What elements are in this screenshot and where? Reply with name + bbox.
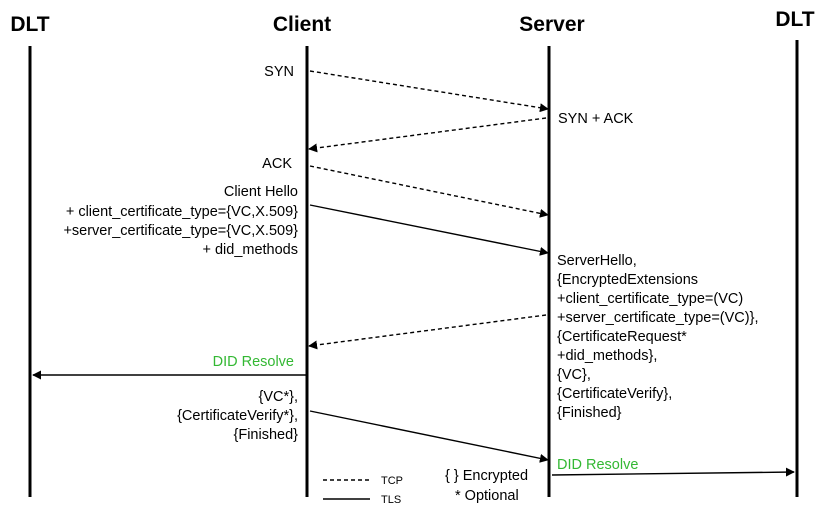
syn-ack-arrow (308, 117, 547, 153)
legend-encrypted: { } Encrypted (445, 468, 528, 484)
svg-text:{Finished}: {Finished} (234, 427, 299, 443)
server-did-resolve-arrow (551, 467, 795, 477)
server-hello-label: ServerHello, {EncryptedExtensions +clien… (557, 253, 758, 421)
svg-text:Client Hello: Client Hello (224, 184, 298, 200)
header-dlt-left: DLT (10, 13, 49, 36)
legend: TCP TLS { } Encrypted * Optional (323, 468, 528, 506)
header-server: Server (519, 13, 584, 36)
svg-text:+client_certificate_type=(VC): +client_certificate_type=(VC) (557, 291, 743, 307)
client-hello-arrow (309, 204, 549, 256)
svg-text:{VC*},: {VC*}, (259, 389, 299, 405)
svg-text:{CertificateVerify},: {CertificateVerify}, (557, 386, 672, 402)
client-finished-label: {VC*}, {CertificateVerify*}, {Finished} (177, 389, 298, 443)
ack-arrow (309, 165, 549, 218)
header-dlt-right: DLT (775, 8, 814, 31)
svg-text:+ client_certificate_type={VC,: + client_certificate_type={VC,X.509} (66, 204, 298, 220)
syn-arrow (309, 70, 549, 113)
header-client: Client (273, 13, 331, 36)
legend-tcp-label: TCP (381, 475, 403, 487)
svg-text:{VC},: {VC}, (557, 367, 591, 383)
svg-text:{Finished}: {Finished} (557, 405, 622, 421)
server-hello-arrow (308, 314, 547, 350)
svg-text:ServerHello,: ServerHello, (557, 253, 637, 269)
client-finished-arrow (309, 410, 549, 463)
client-did-resolve-label: DID Resolve (213, 354, 294, 370)
server-did-resolve-label: DID Resolve (557, 457, 638, 473)
client-hello-label: Client Hello + client_certificate_type={… (63, 184, 298, 258)
svg-text:+server_certificate_type={VC,X: +server_certificate_type={VC,X.509} (63, 223, 298, 239)
svg-text:{CertificateVerify*},: {CertificateVerify*}, (177, 408, 298, 424)
legend-tls-label: TLS (381, 494, 401, 506)
svg-text:+ did_methods: + did_methods (202, 242, 298, 258)
syn-label: SYN (264, 64, 294, 80)
syn-ack-label: SYN + ACK (558, 111, 634, 127)
svg-text:{CertificateRequest*: {CertificateRequest* (557, 329, 687, 345)
svg-text:+server_certificate_type=(VC)}: +server_certificate_type=(VC)}, (557, 310, 758, 326)
ack-label: ACK (262, 156, 292, 172)
legend-optional: * Optional (455, 488, 519, 504)
svg-text:+did_methods},: +did_methods}, (557, 348, 657, 364)
svg-text:{EncryptedExtensions: {EncryptedExtensions (557, 272, 698, 288)
